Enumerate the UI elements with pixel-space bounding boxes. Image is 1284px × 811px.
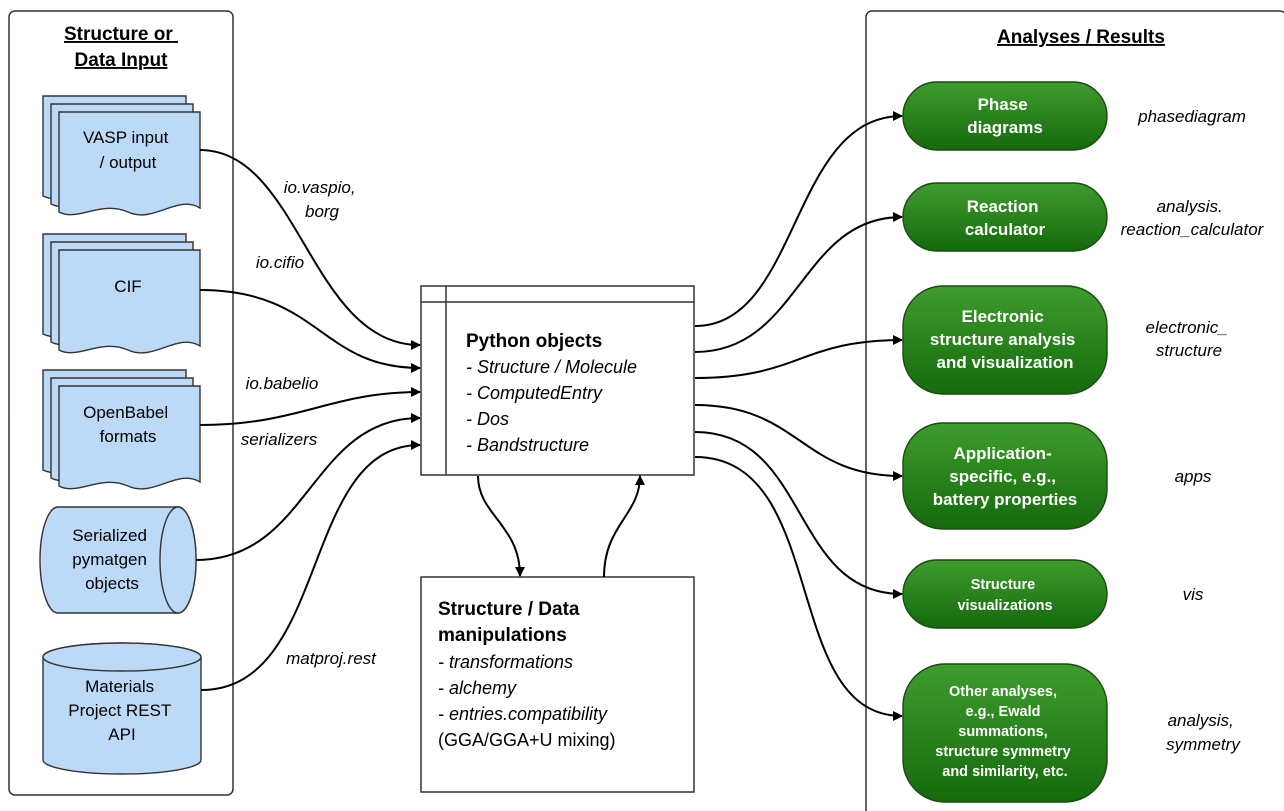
edge-label-matproj: matproj.rest — [286, 649, 377, 668]
output-electronic-structure: Electronic structure analysis and visual… — [902, 285, 1108, 395]
input-serialized-cylinder: Serialized pymatgen objects — [39, 506, 197, 614]
edge-python-objects-to-structure-visualizations — [694, 431, 903, 599]
input-cif-document: CIF — [42, 233, 201, 354]
output-application-specific-label: Application- specific, e.g., battery pro… — [933, 444, 1078, 509]
edge-python-objects-to-phase-diagrams — [694, 111, 903, 327]
output-application-specific: Application- specific, e.g., battery pro… — [902, 422, 1108, 530]
edge-cif-to-python-objects — [199, 289, 421, 373]
output-structure-visualizations: Structure visualizations — [902, 559, 1108, 629]
input-panel-title-line-1: Structure or — [64, 24, 173, 45]
edge-label-vasp: io.vaspio, borg — [284, 178, 361, 221]
edge-python-objects-to-electronic-structure — [694, 335, 903, 379]
edge-python-objects-to-other-analyses — [694, 456, 903, 721]
python-objects-item: - ComputedEntry — [466, 383, 603, 403]
edge-vasp-to-python-objects — [199, 149, 421, 350]
output-electronic-structure-label: Electronic structure analysis and visual… — [930, 307, 1080, 372]
input-openbabel-label: OpenBabel formats — [83, 403, 173, 446]
output-reaction-calculator: Reaction calculator — [902, 182, 1108, 252]
edge-label-serializers: serializers — [241, 430, 318, 449]
python-objects-item: - Dos — [466, 409, 509, 429]
edge-label-openbabel: io.babelio — [246, 374, 319, 393]
module-label-apps: apps — [1175, 467, 1212, 486]
input-panel-title-line-2: Data Input — [75, 50, 169, 71]
python-objects-title: Python objects — [466, 331, 602, 352]
input-materials-project-label: Materials Project REST API — [68, 677, 175, 744]
manipulations-note: (GGA/GGA+U mixing) — [438, 730, 616, 750]
module-label-phasediagram: phasediagram — [1137, 107, 1246, 126]
edge-materials-project-to-python-objects — [200, 440, 421, 691]
edge-manipulations-to-python-objects — [603, 475, 645, 578]
python-objects-item: - Structure / Molecule — [466, 357, 637, 377]
input-cif-label: CIF — [114, 277, 141, 296]
output-phase-diagrams-label: Phase diagrams — [967, 95, 1043, 137]
edge-label-cif: io.cifio — [256, 253, 304, 272]
module-label-vis: vis — [1183, 585, 1204, 604]
edge-python-objects-to-manipulations — [477, 475, 525, 577]
output-structure-visualizations-label: Structure visualizations — [957, 577, 1052, 614]
output-reaction-calculator-label: Reaction calculator — [965, 197, 1046, 239]
module-label-reaction-calculator: analysis. reaction_calculator — [1121, 197, 1265, 239]
manipulations-item: - entries.compatibility — [438, 704, 608, 724]
module-label-electronic-structure: electronic_ structure — [1146, 318, 1233, 360]
input-panel-title: Structure or Data Input — [64, 24, 178, 71]
manipulations-box: Structure / Data manipulations - transfo… — [420, 576, 695, 793]
manipulations-item: - transformations — [438, 652, 573, 672]
input-materials-project-cylinder: Materials Project REST API — [42, 642, 202, 775]
python-objects-box: Python objects - Structure / Molecule - … — [420, 285, 695, 476]
module-label-analysis-symmetry: analysis, symmetry — [1166, 711, 1241, 754]
edge-python-objects-to-application-specific — [694, 404, 903, 481]
output-panel-title: Analyses / Results — [997, 27, 1165, 48]
input-vasp-document: VASP input / output — [42, 95, 201, 216]
output-other-analyses: Other analyses, e.g., Ewald summations, … — [902, 663, 1108, 803]
input-serialized-label: Serialized pymatgen objects — [72, 526, 151, 593]
python-objects-item: - Bandstructure — [466, 435, 589, 455]
edge-serialized-to-python-objects — [195, 413, 421, 561]
input-openbabel-document: OpenBabel formats — [42, 369, 201, 490]
output-phase-diagrams: Phase diagrams — [902, 81, 1108, 151]
output-other-analyses-label: Other analyses, e.g., Ewald summations, … — [935, 684, 1074, 780]
manipulations-title: Structure / Data manipulations — [438, 599, 585, 646]
input-vasp-label: VASP input / output — [83, 128, 173, 172]
edge-python-objects-to-reaction-calculator — [694, 212, 903, 353]
edge-openbabel-to-python-objects — [199, 387, 421, 426]
manipulations-item: - alchemy — [438, 678, 517, 698]
